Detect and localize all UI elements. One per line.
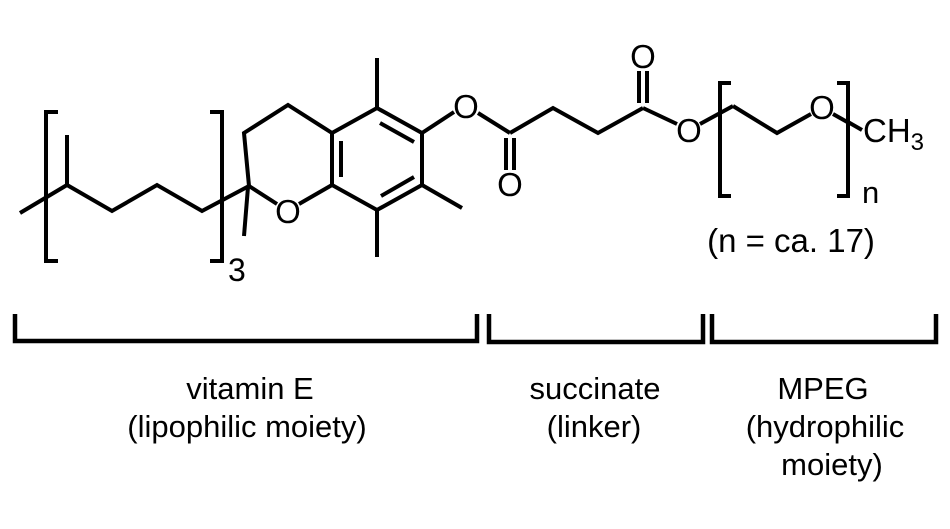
peg-close-bracket — [837, 81, 850, 198]
mpeg-brace — [709, 314, 939, 345]
mpeg-label-line2: (hydrophilic — [746, 409, 905, 444]
pyran-o-c2-bond — [247, 184, 279, 206]
terminal-methyl-label: CH3 — [863, 112, 924, 156]
succinate-chain-bonds — [508, 105, 644, 136]
peg-units-note: (n = ca. 17) — [707, 222, 875, 259]
tail-close-bracket — [210, 110, 224, 263]
succinate-label-line2: (linker) — [547, 409, 642, 444]
benzene-inner-double-topright — [379, 121, 415, 144]
bracket-terminal-methyl-bond — [847, 120, 863, 132]
terminal-methyl-ch: CH — [863, 112, 911, 149]
succinate-label-line1: succinate — [530, 371, 661, 406]
c2-methyl-bond — [242, 186, 250, 237]
benzene-inner-double-bottomright — [380, 175, 415, 198]
vitamin-e-brace — [12, 314, 480, 344]
mpeg-label-line3: moiety) — [781, 447, 883, 482]
peg-ester-o-label: O — [676, 112, 702, 149]
benzene-ring-bonds — [330, 105, 424, 213]
carbonyl2-peg-ester-bond — [642, 106, 678, 126]
peg-ether-o-label: O — [809, 89, 835, 126]
tail-repeat-subscript: 3 — [228, 252, 246, 288]
c7-methyl-bond — [421, 183, 463, 210]
mpeg-label-line1: MPEG — [777, 371, 868, 406]
c6-aryl-ester-bond — [420, 110, 456, 135]
carbonyl-o-down-label: O — [497, 166, 523, 203]
peg-open-bracket — [718, 81, 731, 198]
pyran-ring-bonds — [241, 102, 334, 187]
vitamin-e-label-line2: (lipophilic moiety) — [127, 409, 366, 444]
tail-backbone-bonds — [18, 182, 250, 215]
peg-repeat-subscript: n — [862, 175, 879, 210]
succinate-brace — [486, 314, 706, 345]
peg-ester-o-chain-bond — [699, 104, 734, 126]
aryl-ester-o-label: O — [453, 88, 479, 125]
terminal-methyl-subscript: 3 — [911, 129, 924, 156]
c8a-pyran-o-bond — [298, 183, 333, 206]
vitamin-e-label-line1: vitamin E — [186, 371, 313, 406]
carbonyl-o-up-label: O — [630, 38, 656, 75]
tail-open-bracket — [44, 110, 58, 263]
pyran-o-label: O — [275, 193, 301, 230]
peg-backbone-bonds — [731, 104, 812, 136]
aryl-o-carbonyl1-bond — [476, 111, 512, 135]
